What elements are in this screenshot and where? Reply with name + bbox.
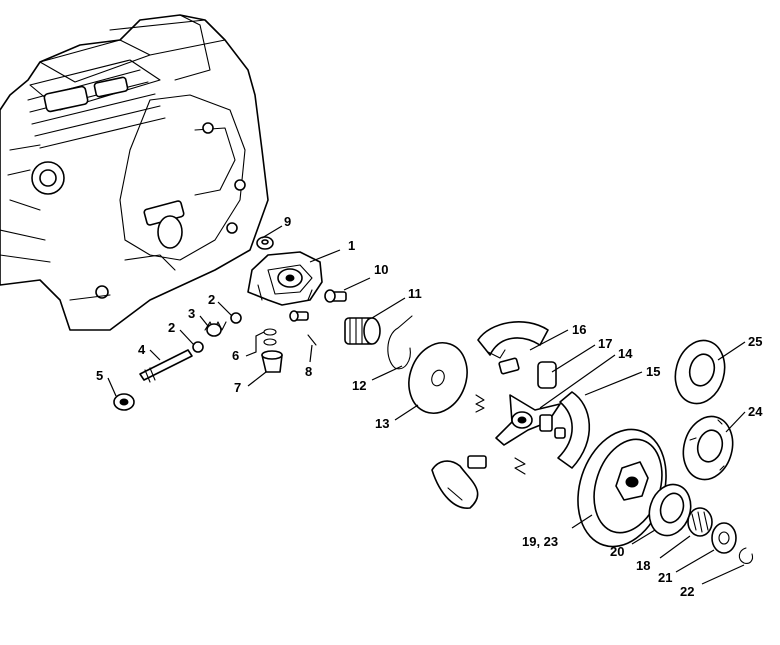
part-5-cap <box>113 393 135 411</box>
part-16-clutch-shoe <box>477 321 549 375</box>
part-13-plate <box>408 342 468 414</box>
part-24-sprocket <box>682 415 734 481</box>
callout-4: 4 <box>138 342 146 357</box>
clutch-spring-left <box>475 394 485 413</box>
part-19-23-clutch-drum <box>577 428 667 548</box>
callout-16: 16 <box>572 322 586 337</box>
part-2-plug-upper <box>230 312 242 324</box>
callout-17: 17 <box>598 336 612 351</box>
callout-18: 18 <box>636 558 650 573</box>
part-4-pin <box>139 349 193 383</box>
engine-housing <box>0 14 269 331</box>
part-10-screw <box>324 289 347 303</box>
callout-2-lower: 2 <box>168 320 175 335</box>
callout-11: 11 <box>408 286 422 301</box>
callout-9: 9 <box>284 214 291 229</box>
part-12-spring-clip <box>387 315 413 370</box>
part-6-o-rings <box>263 328 277 346</box>
part-25-spur-sprocket <box>674 339 726 405</box>
callout-8: 8 <box>305 364 312 379</box>
callout-7: 7 <box>234 380 241 395</box>
part-21-washer <box>711 522 737 554</box>
part-15-clutch-shoe <box>539 391 591 469</box>
callout-6: 6 <box>232 348 239 363</box>
part-8-pin <box>307 334 317 346</box>
part-3-spring <box>204 321 227 337</box>
clutch-shoe-lower <box>431 455 487 509</box>
callout-5: 5 <box>96 368 103 383</box>
callout-1: 1 <box>348 238 355 253</box>
part-20-rim-sprocket <box>648 483 692 537</box>
part-17-spring <box>537 361 557 389</box>
part-1-oil-pump <box>247 251 323 306</box>
callout-3: 3 <box>188 306 195 321</box>
screw-small <box>289 310 309 322</box>
callout-19-23: 19, 23 <box>522 534 558 549</box>
callout-14: 14 <box>618 346 633 361</box>
part-18-needle-cage <box>687 507 713 537</box>
leader-lines <box>107 225 746 585</box>
callout-20: 20 <box>610 544 624 559</box>
callout-2-upper: 2 <box>208 292 215 307</box>
callout-15: 15 <box>646 364 660 379</box>
part-7-fitting <box>261 350 283 373</box>
part-11-worm <box>344 317 381 345</box>
part-2-plug-lower <box>192 341 204 353</box>
part-14-carrier <box>495 394 561 446</box>
clutch-spring-lower <box>514 457 526 475</box>
callout-25: 25 <box>748 334 762 349</box>
callout-22: 22 <box>680 584 694 599</box>
callout-24: 24 <box>748 404 763 419</box>
callout-10: 10 <box>374 262 388 277</box>
callout-labels: 9 1 10 11 12 13 16 17 14 15 25 24 19, 23… <box>96 214 763 599</box>
part-9-nut <box>256 236 274 250</box>
callout-12: 12 <box>352 378 366 393</box>
callout-21: 21 <box>658 570 672 585</box>
callout-13: 13 <box>375 416 389 431</box>
part-22-e-clip <box>738 547 754 564</box>
